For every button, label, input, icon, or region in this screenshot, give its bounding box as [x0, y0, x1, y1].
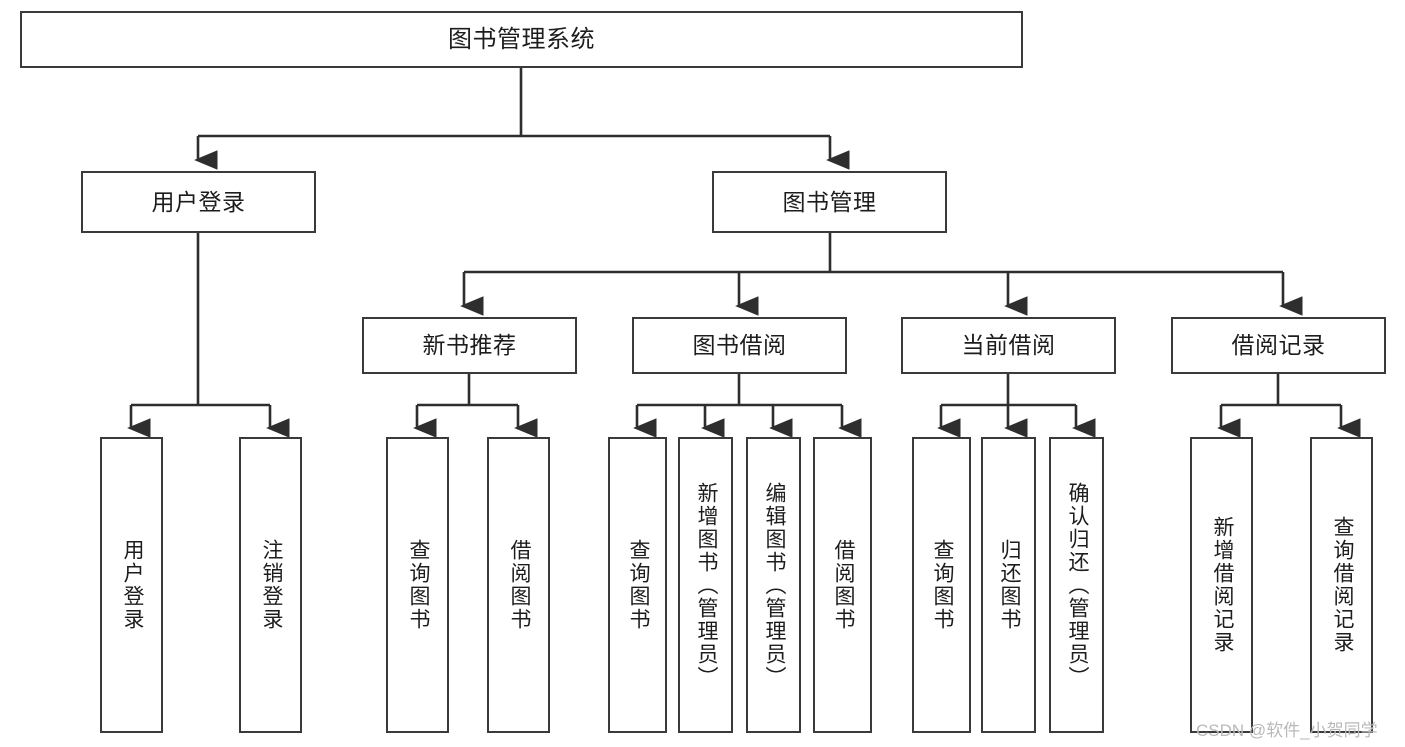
node-root[interactable]: 图书管理系统: [20, 11, 1023, 68]
node-current-borrow[interactable]: 当前借阅: [901, 317, 1116, 374]
node-current-borrow-label: 当前借阅: [961, 332, 1056, 359]
leaf-borrow-book-1[interactable]: 借阅图书: [487, 437, 550, 733]
leaf-query-book-1[interactable]: 查询图书: [386, 437, 449, 733]
node-book-borrow-label: 图书借阅: [692, 332, 787, 359]
node-book-manage[interactable]: 图书管理: [712, 171, 947, 233]
leaf-borrow-book-2-label: 借阅图书: [831, 539, 855, 631]
leaf-edit-book[interactable]: 编辑图书（管理员）: [746, 437, 801, 733]
node-borrow-record-label: 借阅记录: [1231, 332, 1326, 359]
leaf-query-record-label: 查询借阅记录: [1330, 516, 1354, 654]
node-user-login[interactable]: 用户登录: [81, 171, 316, 233]
leaf-query-book-2-label: 查询图书: [626, 539, 650, 631]
leaf-return-book[interactable]: 归还图书: [981, 437, 1036, 733]
leaf-add-book[interactable]: 新增图书（管理员）: [678, 437, 733, 733]
leaf-borrow-book-2[interactable]: 借阅图书: [813, 437, 872, 733]
node-book-manage-label: 图书管理: [782, 188, 877, 215]
csdn-watermark: CSDN @软件_小贺同学: [1196, 721, 1378, 740]
leaf-query-book-3-label: 查询图书: [930, 539, 954, 631]
leaf-query-book-3[interactable]: 查询图书: [912, 437, 971, 733]
node-user-login-label: 用户登录: [151, 188, 246, 215]
leaf-user-login-label: 用户登录: [120, 539, 144, 631]
leaf-borrow-book-1-label: 借阅图书: [507, 539, 531, 631]
node-root-label: 图书管理系统: [448, 25, 595, 53]
leaf-add-record-label: 新增借阅记录: [1210, 516, 1234, 654]
leaf-add-book-label: 新增图书（管理员）: [694, 481, 718, 689]
leaf-add-record[interactable]: 新增借阅记录: [1190, 437, 1253, 733]
leaf-return-book-label: 归还图书: [997, 539, 1021, 631]
leaf-confirm-return[interactable]: 确认归还（管理员）: [1049, 437, 1104, 733]
leaf-user-login[interactable]: 用户登录: [100, 437, 163, 733]
node-new-book-rec-label: 新书推荐: [422, 332, 517, 359]
leaf-edit-book-label: 编辑图书（管理员）: [762, 481, 786, 689]
node-book-borrow[interactable]: 图书借阅: [632, 317, 847, 374]
leaf-logout[interactable]: 注销登录: [239, 437, 302, 733]
leaf-confirm-return-label: 确认归还（管理员）: [1065, 481, 1089, 689]
leaf-logout-label: 注销登录: [259, 539, 283, 631]
node-new-book-rec[interactable]: 新书推荐: [362, 317, 577, 374]
leaf-query-book-1-label: 查询图书: [406, 539, 430, 631]
leaf-query-record[interactable]: 查询借阅记录: [1310, 437, 1373, 733]
leaf-query-book-2[interactable]: 查询图书: [608, 437, 667, 733]
node-borrow-record[interactable]: 借阅记录: [1171, 317, 1386, 374]
